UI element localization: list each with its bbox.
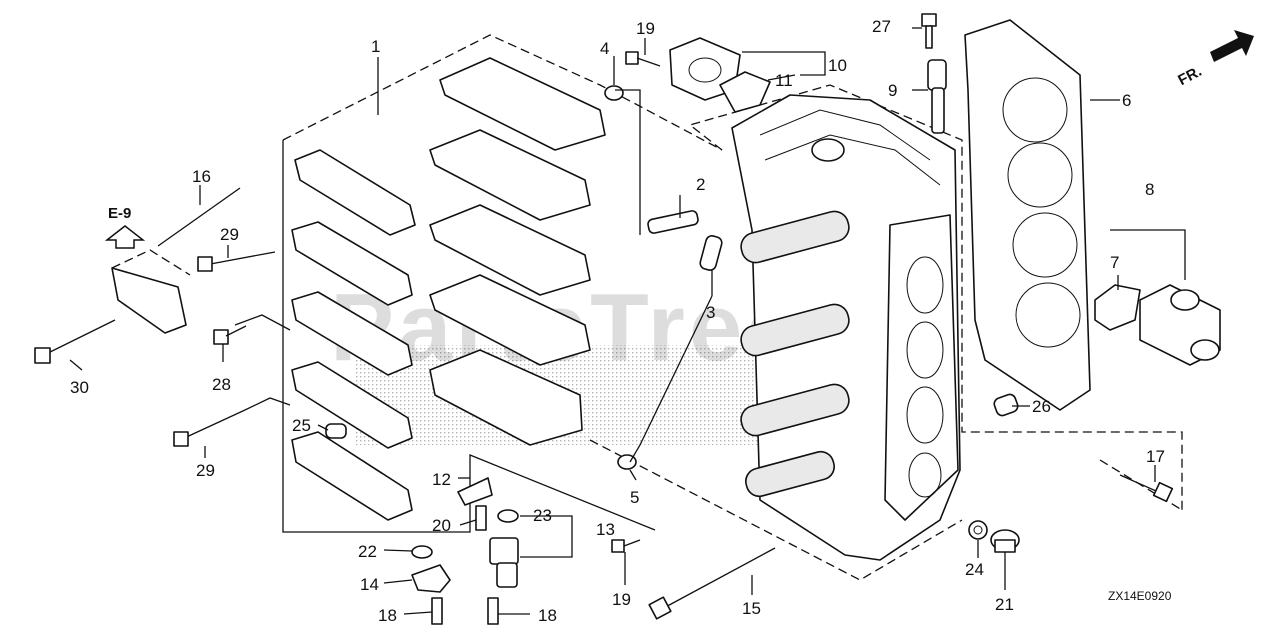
- plug-21: [990, 529, 1020, 553]
- front-direction-arrow-icon: [1210, 30, 1254, 62]
- bolt-30: [34, 319, 116, 364]
- cam-holder-stack-rear: [291, 149, 416, 521]
- callout-6: 6: [1122, 91, 1131, 110]
- callout-30: 30: [70, 378, 89, 397]
- front-direction-label: FR.: [1175, 63, 1204, 89]
- sensor-13: [489, 537, 519, 588]
- callout-9: 9: [888, 81, 897, 100]
- callout-19-bottom: 19: [612, 590, 631, 609]
- e9-reference-arrow-icon: [104, 225, 146, 249]
- callout-27: 27: [872, 17, 891, 36]
- bolt-18-left: [431, 597, 443, 625]
- callout-18-left: 18: [378, 606, 397, 625]
- callout-4: 4: [600, 39, 609, 58]
- head-dashed-outline: [688, 84, 1183, 510]
- bolt-18-right: [487, 597, 499, 625]
- guide-3: [699, 235, 723, 271]
- reference-label-e9: E-9: [108, 205, 131, 222]
- callout-21: 21: [995, 595, 1014, 614]
- gasket-7: [1094, 284, 1141, 331]
- o-ring-23: [497, 509, 519, 523]
- head-gasket: [964, 19, 1091, 411]
- diagram-code: ZX14E0920: [1108, 589, 1172, 603]
- callout-28: 28: [212, 375, 231, 394]
- callout-24: 24: [965, 560, 984, 579]
- callout-8: 8: [1145, 180, 1154, 199]
- callout-23: 23: [533, 506, 552, 525]
- callout-17: 17: [1146, 447, 1165, 466]
- bolt-29-upper: [197, 251, 276, 272]
- callout-19-top: 19: [636, 19, 655, 38]
- callout-29-lower: 29: [196, 461, 215, 480]
- sensor-9: [927, 59, 947, 134]
- callout-26: 26: [1032, 397, 1051, 416]
- cam-holder-stack-front: [429, 57, 606, 446]
- cam-holder-group-box: [282, 140, 656, 533]
- fitting-14: [411, 564, 451, 593]
- callout-16: 16: [192, 167, 211, 186]
- bolt-15: [648, 547, 776, 620]
- callout-20: 20: [432, 516, 451, 535]
- dowel-26: [993, 393, 1019, 417]
- bracket-12: [457, 477, 493, 506]
- bolt-17: [1119, 474, 1174, 503]
- callout-1: 1: [371, 37, 380, 56]
- leader-lines: [69, 27, 1186, 615]
- gasket-11: [719, 71, 771, 113]
- bolt-20: [475, 505, 487, 531]
- callout-10: 10: [828, 56, 847, 75]
- seal-4: [604, 85, 624, 101]
- bolt-19-top: [625, 51, 661, 67]
- washer-24: [968, 520, 988, 540]
- bolt-28: [213, 325, 247, 345]
- cam-holder-dashed-outline-top: [282, 34, 723, 151]
- callout-7: 7: [1110, 253, 1119, 272]
- callout-2: 2: [696, 175, 705, 194]
- head-dashed-outline-bottom: [589, 439, 963, 581]
- guide-2: [647, 210, 699, 234]
- callout-5: 5: [630, 488, 639, 507]
- dowel-25: [325, 423, 347, 439]
- cylinder-head: [731, 94, 961, 561]
- callout-14: 14: [360, 575, 379, 594]
- bolt-19-bottom: [611, 539, 641, 553]
- callout-13: 13: [596, 520, 615, 539]
- callout-11: 11: [775, 71, 793, 90]
- bolt-16: [157, 187, 241, 247]
- bolt-29-lower: [173, 409, 246, 447]
- o-ring-22: [411, 545, 433, 559]
- callout-18-right: 18: [538, 606, 557, 625]
- bolt-27: [921, 13, 937, 49]
- callout-15: 15: [742, 599, 761, 618]
- spool-valve-8: [1139, 284, 1221, 366]
- callout-29-upper: 29: [220, 225, 239, 244]
- bracket-e9-part: [111, 249, 191, 334]
- callout-3: 3: [706, 303, 715, 322]
- callout-25: 25: [292, 416, 311, 435]
- callout-12: 12: [432, 470, 451, 489]
- callout-labels: 1 2 3 4 5 6 7 8 9 10 11 12 13 14 15 16 1…: [70, 17, 1165, 625]
- callout-22: 22: [358, 542, 377, 561]
